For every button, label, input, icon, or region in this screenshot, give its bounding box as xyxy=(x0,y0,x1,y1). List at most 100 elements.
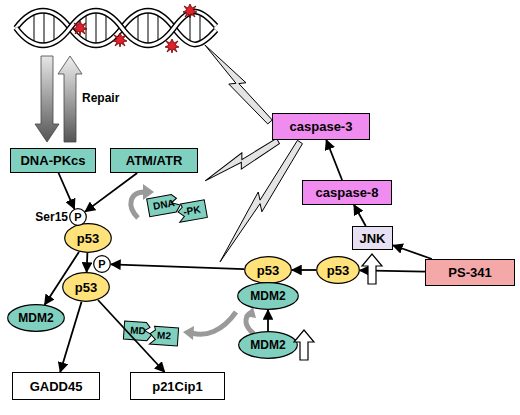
dna-rung xyxy=(147,12,149,44)
node-label: caspase-3 xyxy=(290,120,353,133)
node-label: p53 xyxy=(77,232,99,245)
ellipse-outline xyxy=(8,305,65,332)
kinase-box: DNA-PKcs xyxy=(10,148,96,173)
arrow-connector xyxy=(360,270,425,271)
node-label: p53 xyxy=(75,281,97,294)
arrow-connector xyxy=(393,245,432,259)
gene-box: p21Cip1 xyxy=(130,372,225,400)
repair-arrow xyxy=(58,56,82,142)
enzyme-box: caspase-8 xyxy=(302,180,392,205)
damage-star xyxy=(165,39,179,53)
protein-ellipse: MDM2 xyxy=(237,282,299,310)
curved-arrows xyxy=(131,192,254,334)
node-label: DNA-PKcs xyxy=(20,154,85,167)
drug-box: PS-341 xyxy=(425,259,515,286)
increase-arrow xyxy=(362,254,382,284)
dna-rung xyxy=(137,14,139,42)
ellipse-outline xyxy=(94,256,111,273)
node-label: MDM2 xyxy=(250,290,285,302)
node-label: JNK xyxy=(359,232,385,245)
arrow-connector xyxy=(326,140,342,180)
node-label: p53 xyxy=(257,264,279,277)
node-label: M2 xyxy=(157,331,172,342)
node-label: p21Cip1 xyxy=(152,380,203,393)
ellipse-outline xyxy=(245,257,292,284)
enzyme-box: caspase-3 xyxy=(272,113,370,140)
ellipse-outline xyxy=(70,209,87,226)
curved-arrow xyxy=(192,312,236,334)
node-label: MDM2 xyxy=(250,339,285,351)
dna-strand xyxy=(16,11,216,46)
dna-strand xyxy=(16,11,216,46)
arrow-head xyxy=(244,307,256,318)
cleavage-bolts xyxy=(199,40,305,265)
node-label: P xyxy=(74,212,81,223)
lightning-bolt xyxy=(199,40,275,126)
phospho-circle: P xyxy=(69,208,87,226)
dna-rungs xyxy=(34,12,200,44)
arrow-connector xyxy=(267,310,269,331)
fragment-outline xyxy=(177,200,208,223)
arrow-connector xyxy=(85,173,137,212)
node-label: GADD45 xyxy=(30,380,83,393)
kinase-box: ATM/ATR xyxy=(110,148,198,173)
dna-rung xyxy=(189,14,191,42)
ellipse-outline xyxy=(65,224,112,253)
lightning-bolt xyxy=(202,135,282,187)
arrow-head xyxy=(183,326,194,340)
fragment-outline xyxy=(147,193,182,216)
dna-strand xyxy=(16,11,216,46)
signal-arrow xyxy=(35,56,59,142)
damage-star xyxy=(113,33,127,47)
protein-ellipse: p53 xyxy=(316,256,360,284)
protein-ellipse: p53 xyxy=(62,272,110,302)
curved-arrow xyxy=(246,313,254,334)
kinase-box: JNK xyxy=(352,226,393,250)
curved-arrow xyxy=(131,192,144,218)
arrow-connector xyxy=(354,205,366,226)
dna-rung xyxy=(85,14,87,42)
ellipse-outline xyxy=(63,273,110,302)
node-label: MD xyxy=(130,325,146,336)
dna-rung xyxy=(199,16,201,40)
dna-rung xyxy=(33,14,35,42)
protein-ellipse: MDM2 xyxy=(7,304,65,332)
process-label: Repair xyxy=(82,92,132,104)
arrow-connector xyxy=(292,269,316,271)
node-label: PS-341 xyxy=(448,266,491,279)
cleaved-fragment: M2 xyxy=(149,326,178,346)
cleaved-fragment: -PK xyxy=(177,200,208,223)
lightning-bolt xyxy=(214,138,306,266)
node-label: ATM/ATR xyxy=(126,154,183,167)
dna-strand xyxy=(16,11,216,46)
protein-ellipse: MDM2 xyxy=(238,331,298,359)
arrow-connector xyxy=(59,173,75,209)
node-label: P xyxy=(98,259,105,270)
residue-label: Ser15 xyxy=(22,211,68,223)
cleaved-fragment: MD xyxy=(123,321,152,341)
dna-rung xyxy=(95,12,97,44)
damage-star xyxy=(183,4,197,18)
ellipse-outline xyxy=(317,257,360,284)
fragment-outline xyxy=(149,326,178,346)
protein-ellipse: p53 xyxy=(64,223,112,253)
cleaved-fragment: DNA xyxy=(147,193,182,216)
ellipse-outline xyxy=(239,332,298,359)
arrow-connector xyxy=(86,253,89,272)
dna-rung xyxy=(157,14,159,42)
dna-rung xyxy=(43,12,45,44)
dna-rung xyxy=(53,14,55,42)
arrow-connector xyxy=(60,302,81,372)
phospho-circle: P xyxy=(93,255,111,273)
dna-damage xyxy=(73,4,197,53)
node-label: caspase-8 xyxy=(316,186,379,199)
gene-box: GADD45 xyxy=(12,372,100,400)
damage-star xyxy=(73,21,87,35)
arrow-connector xyxy=(111,264,244,269)
fragment-outline xyxy=(123,321,152,341)
ellipse-outline xyxy=(238,283,299,310)
dna-rung xyxy=(105,14,107,42)
curved-arrow-heads xyxy=(143,184,256,340)
dna-helix xyxy=(16,11,216,46)
